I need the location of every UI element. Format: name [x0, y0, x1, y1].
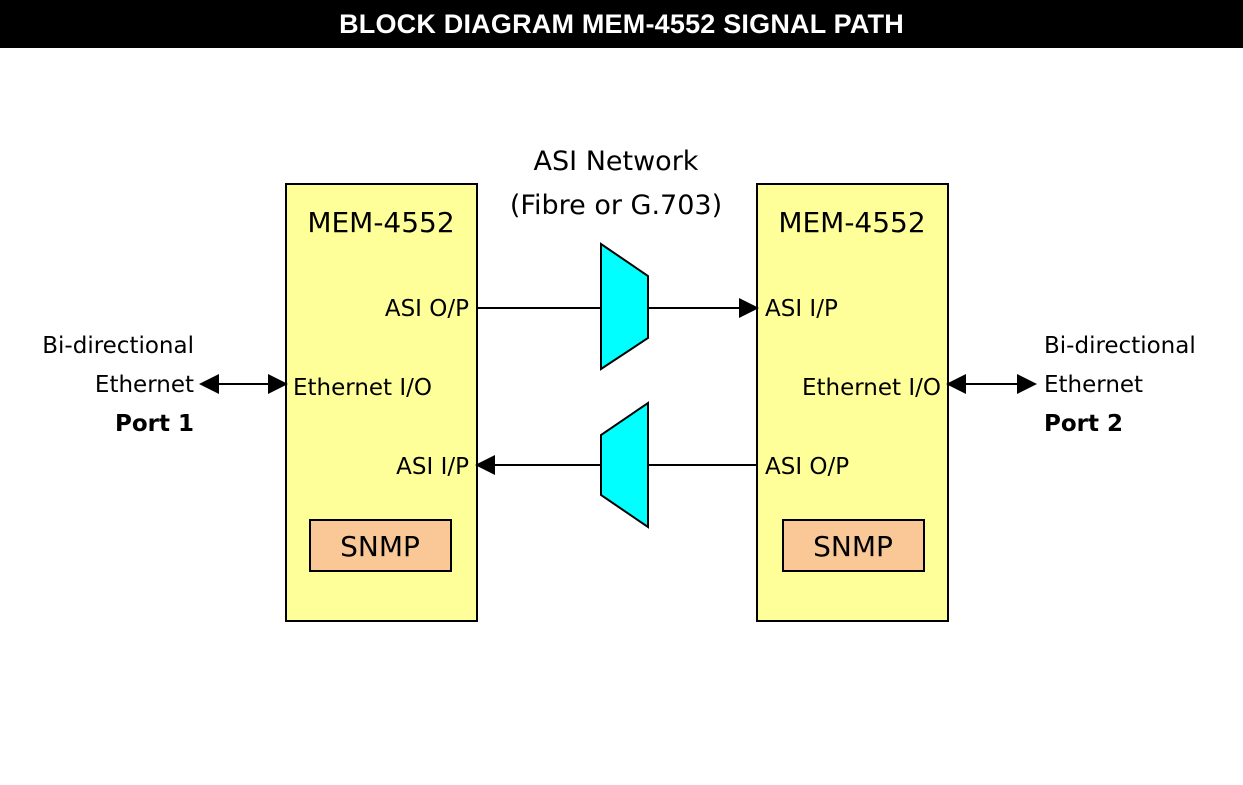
return-converter-trapezoid: [600, 401, 649, 529]
left-unit-title: MEM-4552: [307, 206, 454, 239]
left-snmp-label: SNMP: [340, 530, 420, 563]
port1-bidirectional-label: Bi-directional: [42, 333, 194, 359]
right-unit-title: MEM-4552: [778, 206, 925, 239]
left-asi-input-label: ASI I/P: [396, 454, 469, 480]
left-asi-output-label: ASI O/P: [385, 296, 469, 322]
left-ethernet-io-label: Ethernet I/O: [293, 375, 432, 401]
network-label: ASI Network: [534, 146, 699, 177]
right-asi-output-label: ASI O/P: [765, 454, 849, 480]
port2-bidirectional-label: Bi-directional: [1044, 333, 1196, 359]
right-asi-input-label: ASI I/P: [765, 296, 838, 322]
port1-ethernet-label: Ethernet: [95, 372, 194, 398]
right-ethernet-io-label: Ethernet I/O: [802, 375, 941, 401]
port1-label: Port 1: [115, 411, 194, 437]
forward-converter-trapezoid: [600, 242, 649, 371]
page-title: BLOCK DIAGRAM MEM-4552 SIGNAL PATH: [0, 0, 1243, 48]
right-snmp-box: [782, 519, 925, 572]
left-snmp-box: [309, 519, 452, 572]
network-sublabel: (Fibre or G.703): [510, 190, 722, 221]
port2-ethernet-label: Ethernet: [1044, 372, 1143, 398]
right-snmp-label: SNMP: [813, 530, 893, 563]
port2-label: Port 2: [1044, 411, 1123, 437]
